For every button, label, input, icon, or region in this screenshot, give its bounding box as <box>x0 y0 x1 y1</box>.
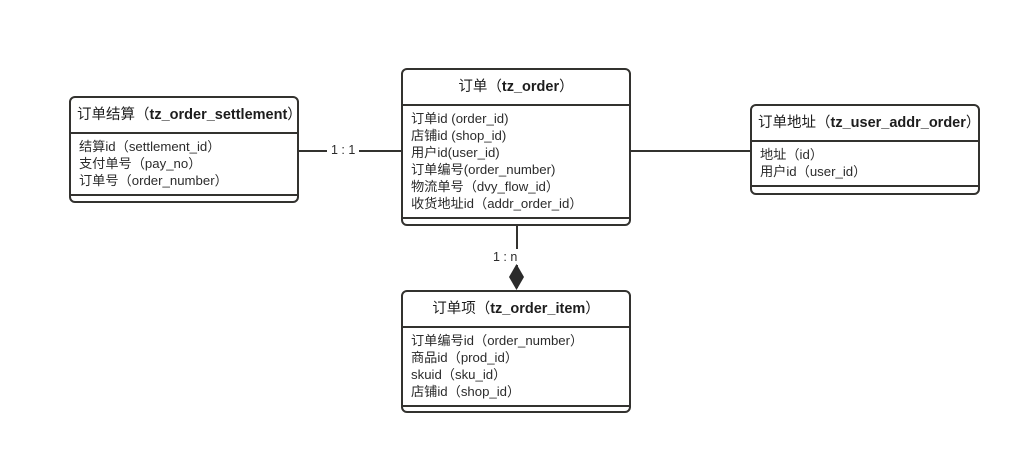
edge-order-addr <box>631 150 751 152</box>
attr-row: 支付单号（pay_no） <box>79 155 202 171</box>
entity-title-close: ） <box>585 301 600 317</box>
entity-title-close: ） <box>287 107 302 123</box>
entity-title-close: ） <box>965 115 981 131</box>
entity-footer-tz-order-item <box>403 407 629 433</box>
attr-row: 收货地址id（addr_order_id） <box>411 195 583 211</box>
entity-footer-tz-order <box>403 219 629 245</box>
entity-attrs-tz-order-settlement: 结算id（settlement_id） 支付单号（pay_no） 订单号（ord… <box>71 134 297 196</box>
entity-attrs-tz-order: 订单id (order_id) 店铺id (shop_id) 用户id(user… <box>403 106 629 219</box>
entity-title-table: tz_order_settlement <box>149 107 288 123</box>
entity-attrs-tz-user-addr-order: 地址（id） 用户id（user_id） <box>752 142 978 187</box>
attr-row: 商品id（prod_id） <box>411 349 519 365</box>
edge-label-settlement-order: 1 : 1 <box>327 142 360 158</box>
entity-title-cn: 订单地址（ <box>758 115 831 131</box>
entity-tz-order-item[interactable]: 订单项（tz_order_item） 订单编号id（order_number） … <box>401 290 631 413</box>
attr-row: 店铺id（shop_id） <box>411 383 521 399</box>
entity-title-cn: 订单结算（ <box>77 107 150 123</box>
entity-tz-order-settlement[interactable]: 订单结算（tz_order_settlement） 结算id（settlemen… <box>69 96 302 203</box>
attr-row: skuid（sku_id） <box>411 366 507 382</box>
entity-title-close: ） <box>559 79 574 95</box>
attr-row: 订单id (order_id) <box>411 110 509 126</box>
entity-title-tz-order: 订单（tz_order） <box>403 70 629 106</box>
entity-title-cn: 订单（ <box>458 79 502 95</box>
entity-title-tz-order-item: 订单项（tz_order_item） <box>403 292 629 328</box>
attr-row: 用户id(user_id) <box>411 144 500 160</box>
attr-row: 用户id（user_id） <box>760 163 867 179</box>
entity-title-table: tz_order <box>501 79 560 95</box>
entity-title-table: tz_user_addr_order <box>830 115 966 131</box>
entity-title-table: tz_order_item <box>490 301 586 317</box>
attr-row: 店铺id (shop_id) <box>411 127 507 143</box>
entity-footer-tz-user-addr-order <box>752 187 978 213</box>
entity-title-cn: 订单项（ <box>432 301 491 317</box>
entity-footer-tz-order-settlement <box>71 196 297 222</box>
attr-row: 物流单号（dvy_flow_id） <box>411 178 560 194</box>
attr-row: 地址（id） <box>760 146 824 162</box>
entity-title-tz-user-addr-order: 订单地址（tz_user_addr_order） <box>752 106 981 142</box>
entity-attrs-tz-order-item: 订单编号id（order_number） 商品id（prod_id） skuid… <box>403 328 629 407</box>
attr-row: 订单编号id（order_number） <box>411 332 584 348</box>
crow-foot-diamond-icon <box>507 264 526 295</box>
attr-row: 结算id（settlement_id） <box>79 138 221 154</box>
attr-row: 订单号（order_number） <box>79 172 228 188</box>
entity-title-tz-order-settlement: 订单结算（tz_order_settlement） <box>71 98 302 134</box>
attr-row: 订单编号(order_number) <box>411 161 556 177</box>
entity-tz-user-addr-order[interactable]: 订单地址（tz_user_addr_order） 地址（id） 用户id（use… <box>750 104 980 195</box>
entity-tz-order[interactable]: 订单（tz_order） 订单id (order_id) 店铺id (shop_… <box>401 68 631 226</box>
edge-label-order-item: 1 : n <box>489 249 522 265</box>
